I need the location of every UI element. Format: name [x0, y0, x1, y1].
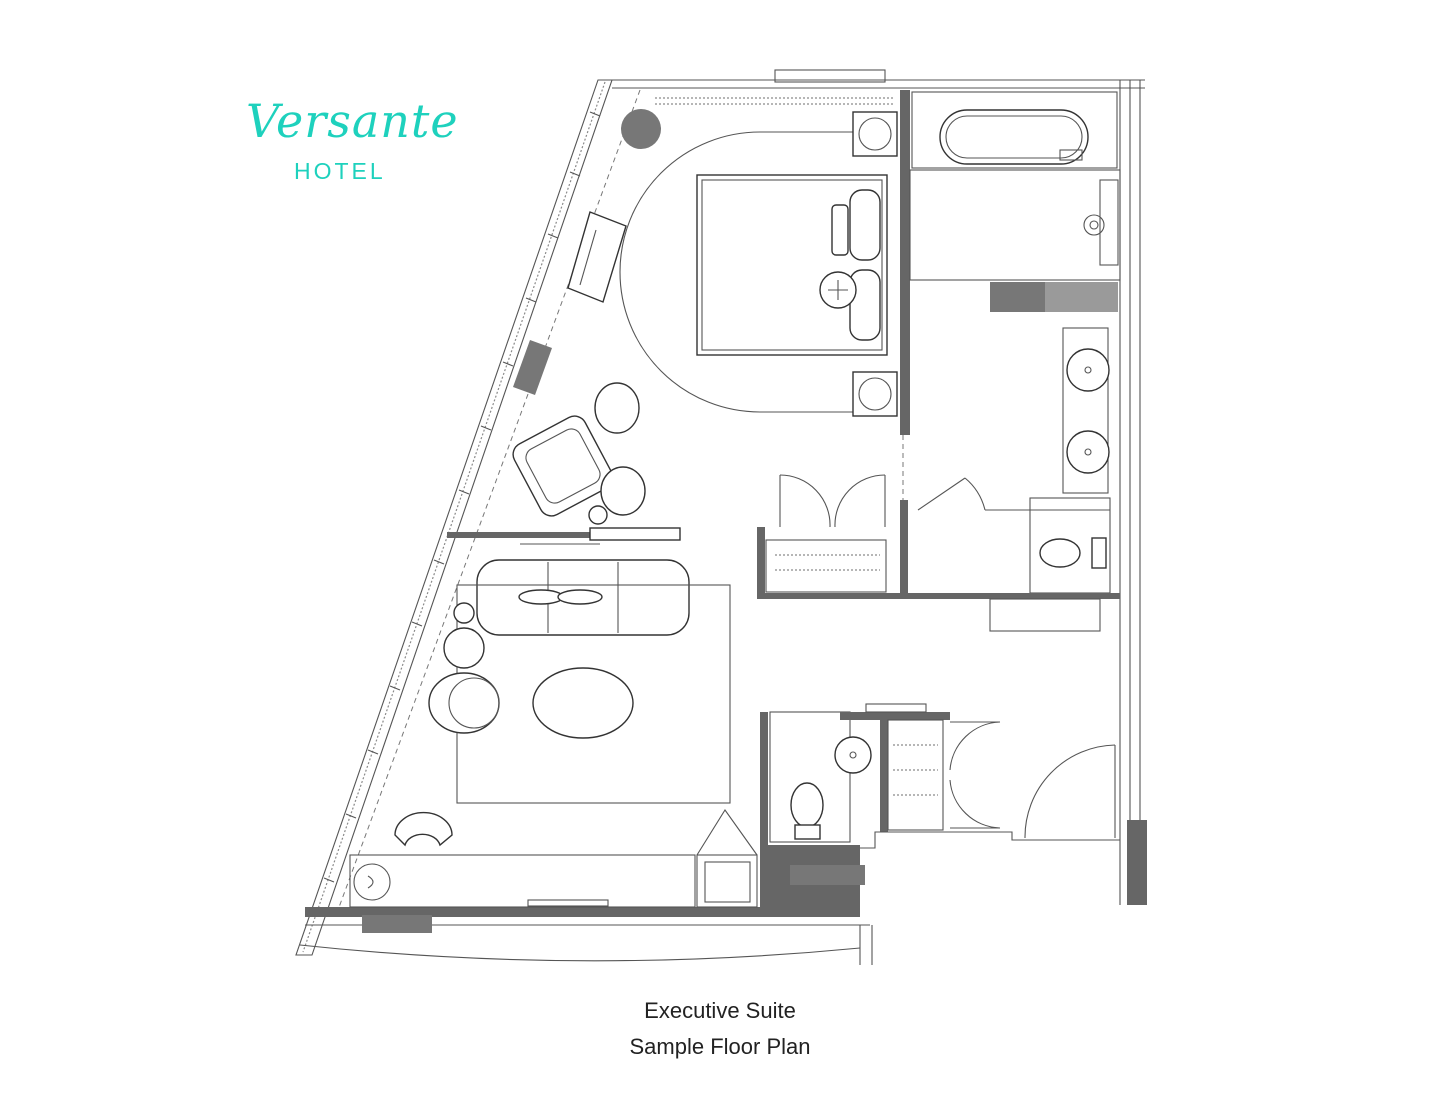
bedside-tables — [852, 111, 898, 417]
brand-logo-sub: HOTEL — [294, 158, 386, 184]
armchair-set — [512, 382, 646, 525]
sofa — [476, 559, 690, 636]
diagonal-window-facade — [295, 79, 641, 956]
lounge-chairs — [428, 602, 500, 734]
entry-wc — [760, 703, 950, 917]
minibar-unit — [696, 809, 758, 908]
bath-bottom-wall — [905, 593, 1120, 599]
bedroom-round-carpet — [619, 131, 895, 413]
brand-logo-script: Versante — [246, 94, 459, 148]
shower — [1083, 179, 1119, 266]
corner-side-table — [621, 109, 661, 149]
bath-partition — [900, 90, 1121, 530]
wall-cabinet — [513, 340, 552, 395]
bath-bench — [990, 282, 1118, 312]
window-console — [567, 211, 627, 303]
bed — [696, 174, 888, 356]
coffee-table — [532, 667, 634, 739]
desk-area — [349, 811, 696, 908]
wardrobe — [757, 474, 908, 599]
right-outer-wall — [1119, 80, 1147, 905]
top-window-wall — [605, 69, 1145, 105]
main-toilet — [1029, 497, 1111, 594]
entry-door — [860, 744, 1120, 849]
bed-living-partition — [447, 527, 681, 545]
bathtub — [911, 91, 1118, 169]
bottom-wall — [299, 907, 873, 965]
bathroom-door — [917, 477, 1110, 511]
vanity-twin-sinks — [1062, 327, 1110, 494]
facade-hatch — [302, 81, 606, 953]
caption-title: Executive Suite — [644, 998, 796, 1023]
caption-subtitle: Sample Floor Plan — [629, 1034, 811, 1059]
entry-closet — [887, 719, 1001, 831]
facade-inner-dash — [337, 89, 641, 911]
